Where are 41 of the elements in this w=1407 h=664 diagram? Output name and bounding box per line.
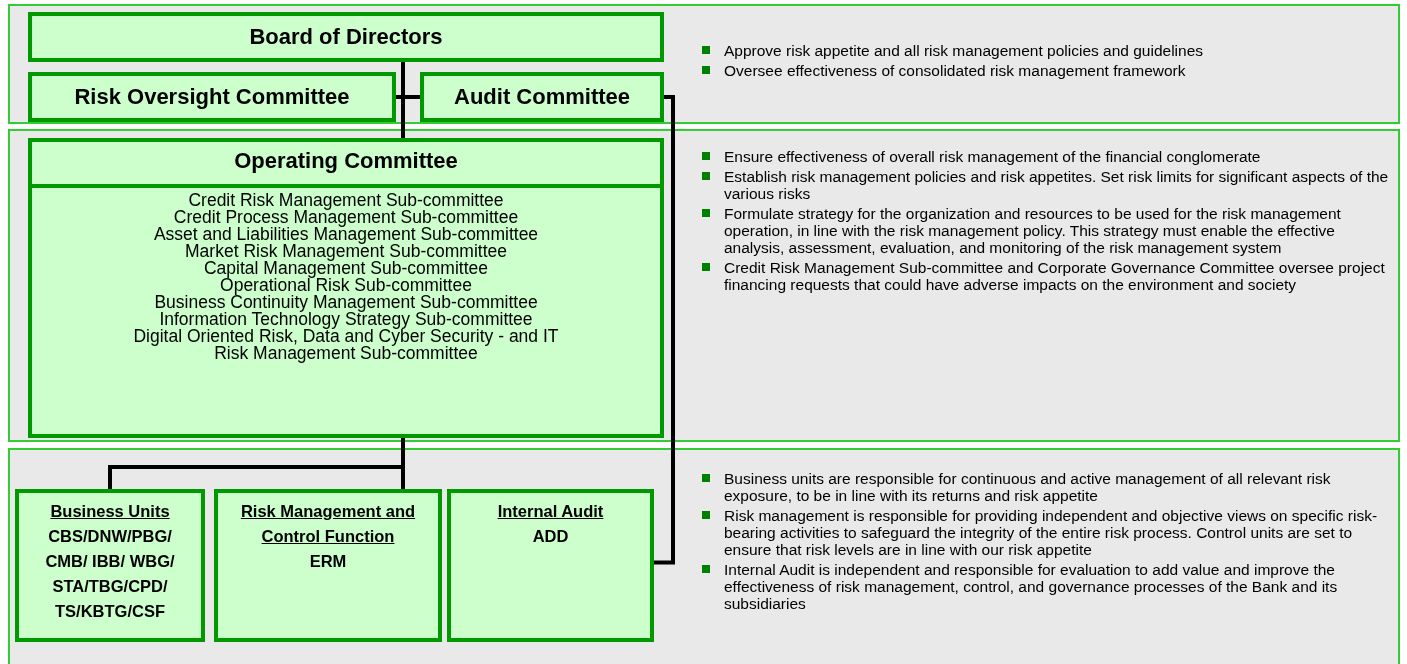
subcommittee-name: Operational Risk Sub-committee (220, 277, 472, 294)
subcommittee-name: Capital Management Sub-committee (204, 260, 488, 277)
bullet-text: Credit Risk Management Sub-committee and Corporate Governance Committee oversee project financing requests that could have adverse impacts on the environment and society (702, 259, 1392, 293)
unit-codes: ERM (308, 551, 348, 572)
bullet-text: Establish risk management policies and risk appetites. Set risk limits for significant aspects of the various risks (702, 168, 1392, 202)
subcommittee-name: Credit Process Management Sub-committee (173, 209, 519, 226)
box-title: Board of Directors (249, 24, 443, 50)
unit-heading: Internal Audit (496, 501, 605, 522)
tier-panel (8, 4, 1400, 124)
subcommittee-name: Market Risk Management Sub-committee (185, 243, 507, 260)
subcommittee-name: Credit Risk Management Sub-committee (188, 192, 504, 209)
unit-codes: CBS/DNW/PBG/ CMB/ IBB/ WBG/ STA/TBG/CPD/ TS/KBTG/CSF (44, 526, 176, 622)
unit-heading: Risk Management and Control Function (239, 501, 417, 547)
unit-codes: ADD (531, 526, 570, 547)
subcommittee-name: Asset and Liabilities Management Sub-committee (153, 226, 539, 243)
subcommittee-name: Information Technology Strategy Sub-committee (159, 311, 533, 328)
process-box (28, 12, 664, 62)
connector-line (401, 62, 405, 138)
tier-panel (8, 129, 1400, 442)
subcommittee-name: Business Continuity Management Sub-committee (154, 294, 538, 311)
box-title: Operating Committee (233, 148, 459, 174)
bullet-text: Approve risk appetite and all risk management policies and guidelines (702, 42, 1392, 59)
connector-line (396, 95, 420, 99)
process-box (28, 72, 396, 122)
tier-panel (8, 448, 1400, 664)
bullet-text: Internal Audit is independent and responsible for evaluation to add value and improve the effectiveness of risk management, control, and governance processes of the Bank and its subsidiaries (702, 561, 1392, 612)
box-title: Audit Committee (454, 84, 630, 110)
unit-box (447, 489, 654, 642)
box-title: Risk Oversight Committee (74, 84, 350, 110)
bullet-text: Ensure effectiveness of overall risk management of the financial conglomerate (702, 148, 1392, 165)
bullet-text: Oversee effectiveness of consolidated risk management framework (702, 62, 1392, 79)
bullet-text: Business units are responsible for continuous and active management of all relevant risk exposure, to be in line with its returns and risk appetite (702, 470, 1392, 504)
unit-box (15, 489, 205, 642)
process-box (420, 72, 664, 122)
committee-box (28, 138, 664, 438)
connector-line (654, 95, 675, 565)
bullet-text: Risk management is responsible for providing independent and objective views on specific risk-bearing activities to safeguard the integrity of the entire risk process. Control units are set to ensure that risk levels are in line with our risk appetite (702, 507, 1392, 558)
bullet-text: Formulate strategy for the organization and resources to be used for the risk management operation, in line with the risk management policy. This strategy must enable the effective analysis, assessment, evaluation, and monitoring of the risk management system (702, 205, 1392, 256)
unit-box (214, 489, 442, 642)
subcommittee-name: Digital Oriented Risk, Data and Cyber Security - and IT Risk Management Sub-committee (132, 328, 560, 362)
unit-heading: Business Units (49, 501, 171, 522)
